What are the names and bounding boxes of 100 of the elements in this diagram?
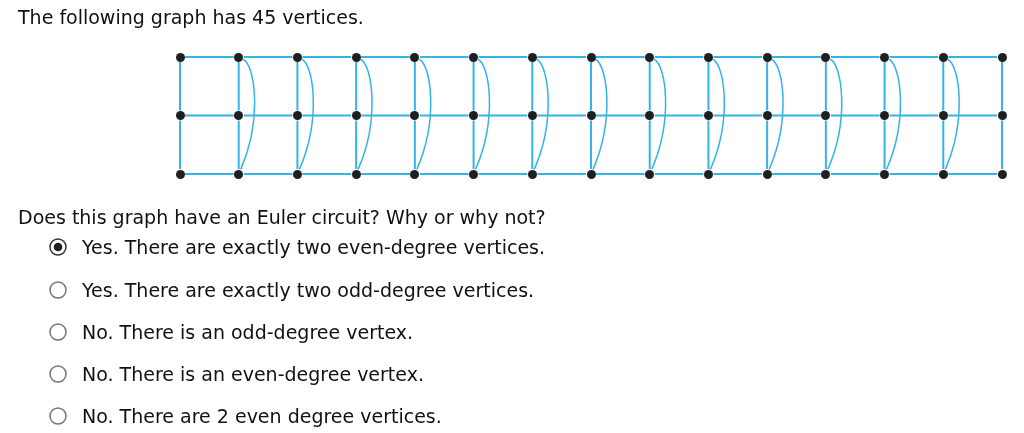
graph-edge <box>237 119 240 170</box>
graph-edge <box>947 56 998 58</box>
graph-edge <box>237 61 240 112</box>
graph-edge <box>829 114 881 117</box>
graph-edge <box>942 119 945 170</box>
graph-edge <box>355 119 358 170</box>
graph-edge <box>242 56 294 58</box>
graph-edge <box>413 119 416 170</box>
graph-edge <box>653 56 705 58</box>
graph-edge <box>531 61 534 112</box>
answer-option-text: No. There is an even-degree vertex. <box>82 363 424 385</box>
graph-edge <box>301 56 353 58</box>
vertex-dot <box>703 111 713 120</box>
graph-edge <box>824 119 827 170</box>
vertex-dot <box>469 111 479 120</box>
graph-edge <box>888 56 940 58</box>
vertex-dot <box>351 169 361 179</box>
graph-edge <box>477 173 529 175</box>
graph-edge <box>360 114 411 117</box>
graph-edge <box>883 119 886 170</box>
vertex-dot <box>175 52 185 62</box>
vertex-dot <box>175 111 185 120</box>
vertex-dot <box>234 111 244 120</box>
graph-edge <box>179 61 181 112</box>
graph-edge <box>418 173 470 175</box>
graph-edge <box>712 56 764 58</box>
vertex-dot <box>645 52 655 62</box>
vertex-dot <box>997 169 1007 179</box>
vertex-dot <box>175 169 185 179</box>
vertex-dot <box>410 52 420 62</box>
graph-edge <box>771 173 822 175</box>
vertex-dot <box>997 111 1007 120</box>
answer-option-text: No. There is an odd-degree vertex. <box>82 321 414 343</box>
vertex-dot <box>527 111 537 120</box>
vertex-dot <box>292 111 302 120</box>
vertex-dot <box>410 111 420 120</box>
vertex-dot <box>997 52 1007 62</box>
graph-edge <box>355 61 358 112</box>
answer-option-text: Yes. There are exactly two odd-degree vertices. <box>82 279 535 301</box>
vertex-dot <box>292 52 302 62</box>
graph-edge <box>477 114 529 117</box>
vertex-dot <box>351 111 361 120</box>
curved-graph-edge <box>592 58 608 171</box>
graph-edge <box>595 114 646 117</box>
vertex-dot <box>234 169 244 179</box>
graph-edge <box>184 114 235 117</box>
graph-edge <box>360 56 411 58</box>
answer-option-text: No. There are 2 even degree vertices. <box>82 405 442 427</box>
vertex-dot <box>821 169 831 179</box>
graph-edge <box>712 173 764 175</box>
graph-edge <box>947 173 998 175</box>
graph-edge <box>888 114 940 117</box>
graph-edge <box>413 61 416 112</box>
curved-graph-edge <box>709 58 725 171</box>
vertex-dot <box>586 169 596 179</box>
graph-edge <box>179 119 181 170</box>
graph-edge <box>477 56 529 58</box>
graph-edge <box>595 173 646 175</box>
graph-edge <box>648 61 651 112</box>
vertex-dot <box>762 169 772 179</box>
graph-edge <box>653 173 705 175</box>
curved-graph-edge <box>885 58 902 171</box>
graph-edge <box>888 173 940 175</box>
curved-graph-edge <box>827 58 843 171</box>
vertex-dot <box>762 111 772 120</box>
vertex-dot <box>351 52 361 62</box>
vertex-dot <box>938 169 948 179</box>
curved-graph-edge <box>650 58 667 171</box>
graph-edge <box>590 61 592 112</box>
graph-edge <box>1001 119 1003 170</box>
curved-graph-edge <box>298 58 314 171</box>
graph-edge <box>648 119 651 170</box>
graph-edge <box>296 61 299 112</box>
graph-edge <box>707 61 710 112</box>
vertex-dot <box>527 52 537 62</box>
vertex-dot <box>938 111 948 120</box>
vertex-dot <box>586 111 596 120</box>
vertex-dot <box>821 52 831 62</box>
curved-graph-edge <box>357 58 373 171</box>
heading-text: The following graph has 45 vertices. <box>18 6 364 28</box>
graph-edge <box>536 173 587 175</box>
vertex-dot <box>586 52 596 62</box>
graph-edge <box>418 114 470 117</box>
graph-edge <box>947 114 998 117</box>
vertex-dot <box>469 52 479 62</box>
graph-edge <box>242 173 294 175</box>
graph-edge <box>771 114 822 117</box>
graph-edge <box>536 114 587 117</box>
vertex-dot <box>821 111 831 120</box>
graph-edge <box>418 56 470 58</box>
vertex-dot <box>527 169 537 179</box>
graph-edge <box>595 56 646 58</box>
graph-edge <box>771 56 822 58</box>
graph-edge <box>653 114 705 117</box>
graph-edge <box>472 61 475 112</box>
graph-edge <box>942 61 945 112</box>
graph-edge <box>296 119 299 170</box>
graph-edge <box>883 61 886 112</box>
curved-graph-edge <box>768 58 784 171</box>
answer-option-text: Yes. There are exactly two even-degree vertices. <box>82 236 546 258</box>
